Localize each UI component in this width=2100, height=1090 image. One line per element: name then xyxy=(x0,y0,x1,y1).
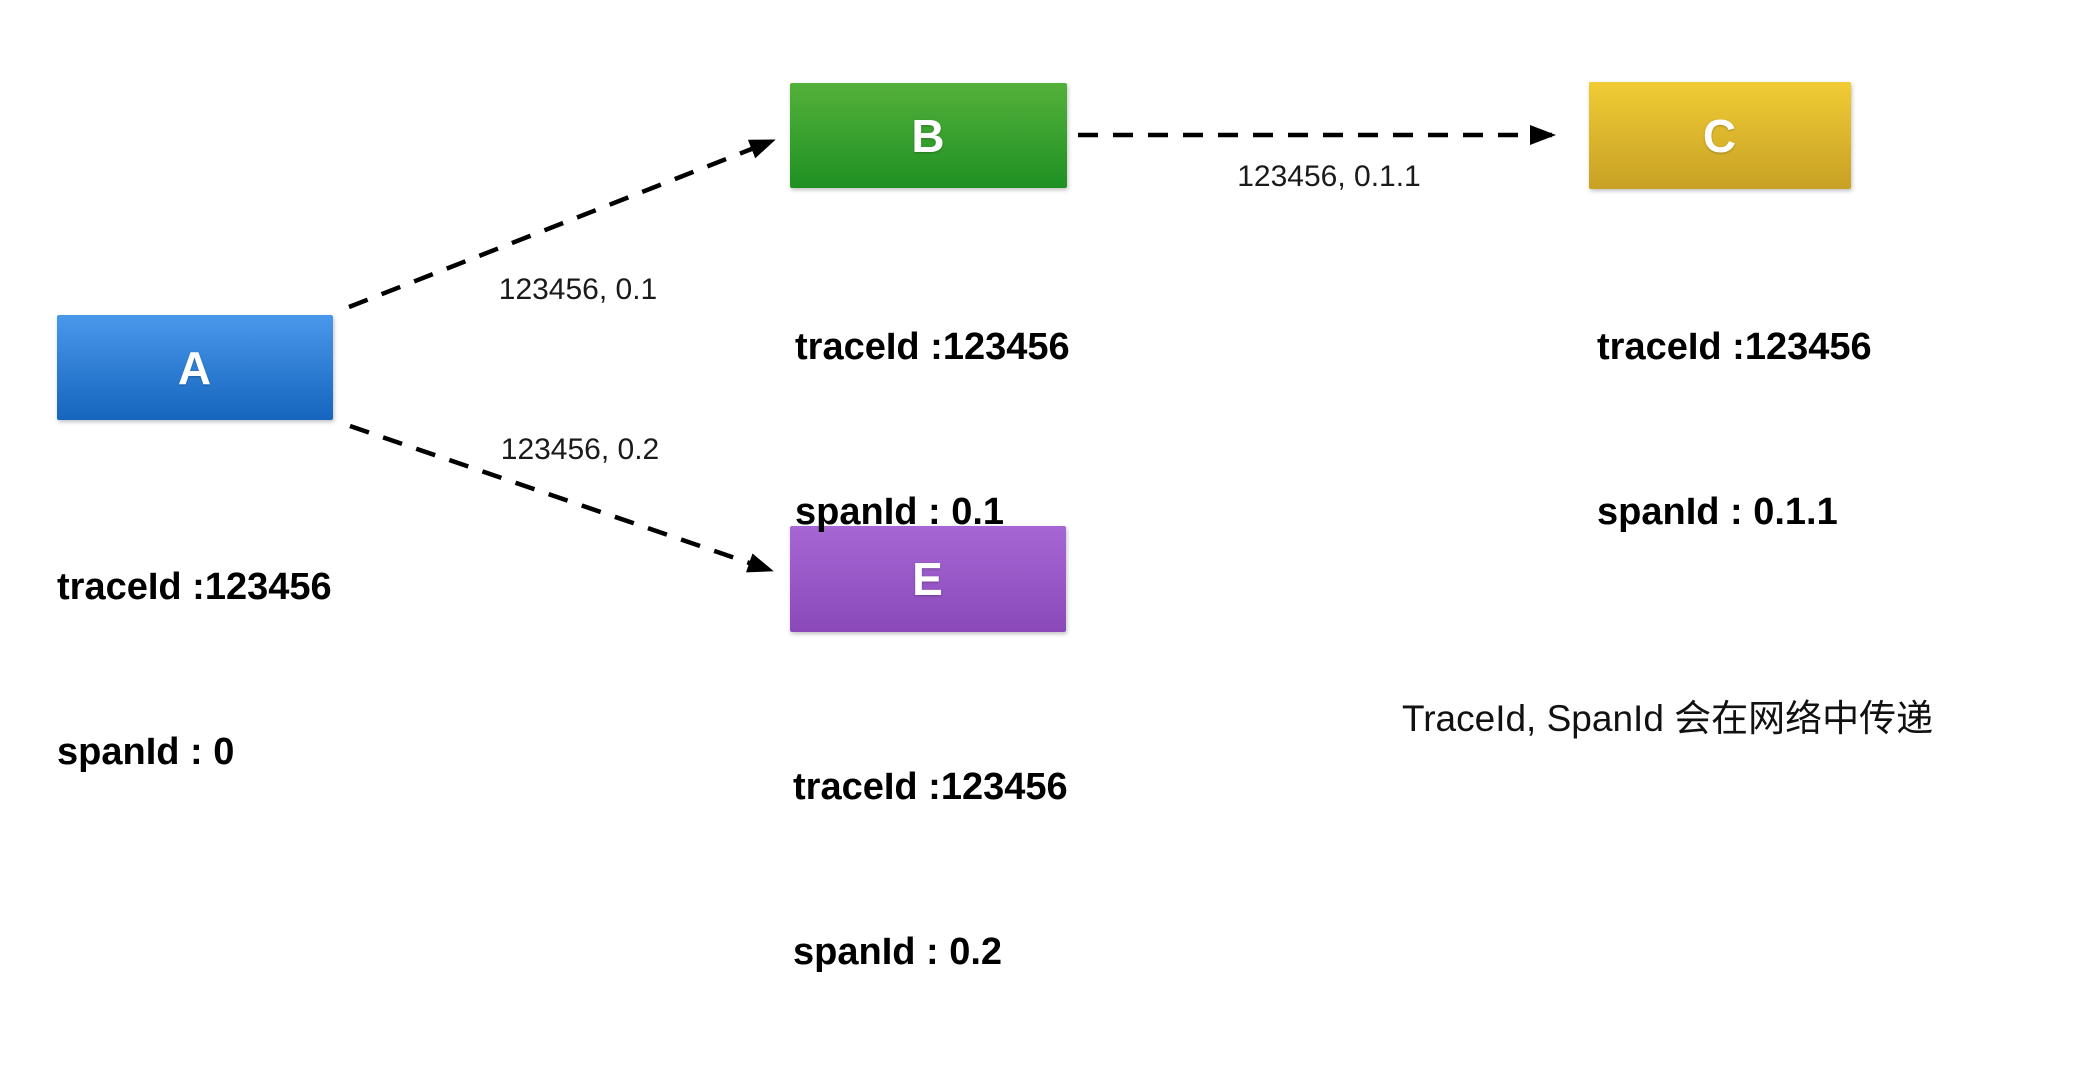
node-e-traceid: traceId :123456 xyxy=(793,766,1068,808)
node-e-box: E xyxy=(790,526,1066,632)
network-propagation-note: TraceId, SpanId 会在网络中传递 xyxy=(1402,698,1934,739)
node-b-box: B xyxy=(790,83,1067,188)
node-a-trace-info: traceId :123456 spanId : 0 xyxy=(57,450,332,890)
edge-a-to-b-line xyxy=(348,138,776,310)
edge-a-to-b-label: 123456, 0.1 xyxy=(498,273,658,306)
node-c-box: C xyxy=(1589,82,1851,189)
node-b-traceid: traceId :123456 xyxy=(795,326,1070,368)
node-a-box: A xyxy=(57,315,333,420)
node-e-trace-info: traceId :123456 spanId : 0.2 xyxy=(793,650,1068,1090)
trace-diagram: A B C E traceId :123456 spanId : 0 trace… xyxy=(57,82,1934,973)
edge-a-to-e-line xyxy=(349,423,774,573)
edges-layer xyxy=(348,125,1556,573)
node-e-letter: E xyxy=(912,553,944,605)
edge-a-to-e-label: 123456, 0.2 xyxy=(500,433,660,466)
node-c-spanid: spanId : 0.1.1 xyxy=(1597,491,1838,533)
node-c-trace-info: traceId :123456 spanId : 0.1.1 xyxy=(1597,210,1872,650)
node-a-letter: A xyxy=(177,341,213,394)
node-b-letter: B xyxy=(911,109,946,162)
node-a-traceid: traceId :123456 xyxy=(57,566,332,608)
node-c-traceid: traceId :123456 xyxy=(1597,326,1872,368)
node-c-letter: C xyxy=(1702,109,1738,162)
node-b-spanid: spanId : 0.1 xyxy=(795,491,1005,533)
node-b-trace-info: traceId :123456 spanId : 0.1 xyxy=(795,210,1070,650)
node-a-spanid: spanId : 0 xyxy=(57,731,235,773)
edge-b-to-c-label: 123456, 0.1.1 xyxy=(1237,160,1421,193)
node-e-spanid: spanId : 0.2 xyxy=(793,931,1003,973)
